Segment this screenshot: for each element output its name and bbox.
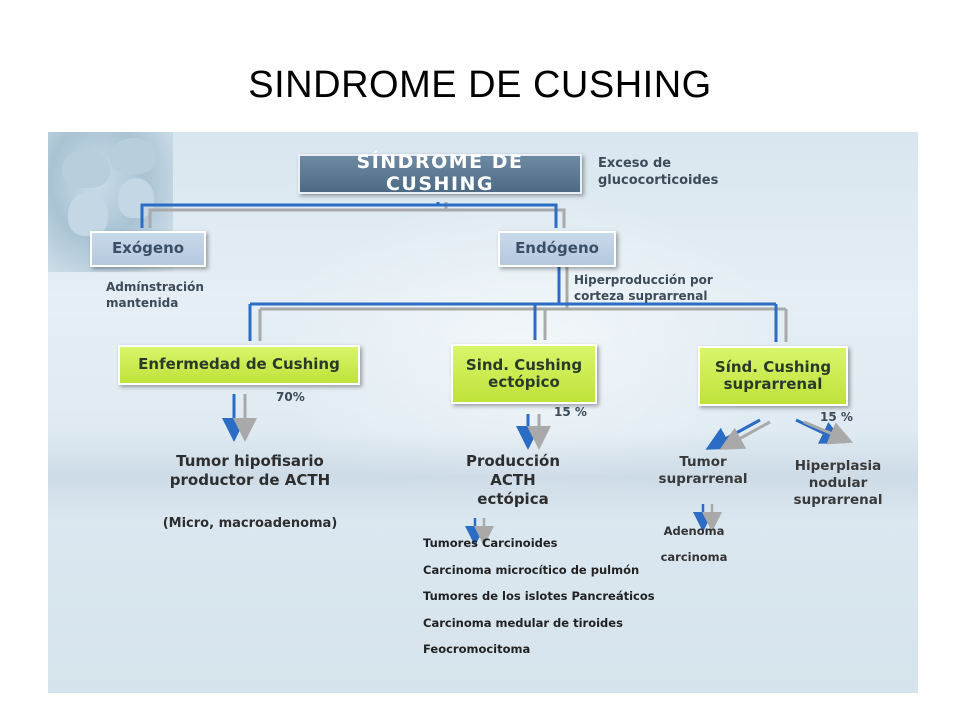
carcinoma-text: carcinoma [660,550,728,564]
exogeno-box: Exógeno [90,231,206,267]
root-box: SÍNDROME DE CUSHING [298,151,582,195]
endogeno-note: Hiperproducción por corteza suprarrenal [574,273,713,303]
endogeno-box: Endógeno [498,231,616,267]
list-item: Feocromocitoma [423,642,531,656]
ectopico-box: Sind. Cushing ectópico [451,344,597,404]
list-item: Carcinoma medular de tiroides [423,615,623,630]
ectopic-tumor-list: Tumores Carcinoides Carcinoma microcític… [423,536,655,669]
list-item: Carcinoma microcítico de pulmón [423,562,640,577]
tumor-hipofisario-text: Tumor hipofisario productor de ACTH [169,452,331,489]
list-item: Tumores Carcinoides [423,536,558,550]
slide-title: SINDROME DE CUSHING [248,64,712,106]
enfermedad-percent: 70% [276,390,305,404]
micro-macroadenoma-text: (Micro, macroadenoma) [162,516,338,531]
ectopico-percent: 15 % [554,405,587,419]
diagram-panel: SÍNDROME DE CUSHING Exceso de glucocorti… [48,132,918,693]
connector-lines [140,202,854,546]
tumor-suprarrenal-text: Tumor suprarrenal [658,454,748,487]
enfermedad-box: Enfermedad de Cushing [118,345,360,385]
list-item: Tumores de los islotes Pancreáticos [423,589,655,603]
adenoma-text: Adenoma [663,524,725,538]
exogeno-note: Admínstración mantenida [106,280,204,310]
root-note: Exceso de glucocorticoides [598,156,719,188]
background-band [48,432,918,522]
produccion-acth-text: Producción ACTH ectópica [465,452,561,508]
suprarrenal-percent: 15 % [820,410,853,424]
hiperplasia-text: Hiperplasia nodular suprarrenal [793,458,883,508]
suprarrenal-box: Sínd. Cushing suprarrenal [698,346,848,406]
